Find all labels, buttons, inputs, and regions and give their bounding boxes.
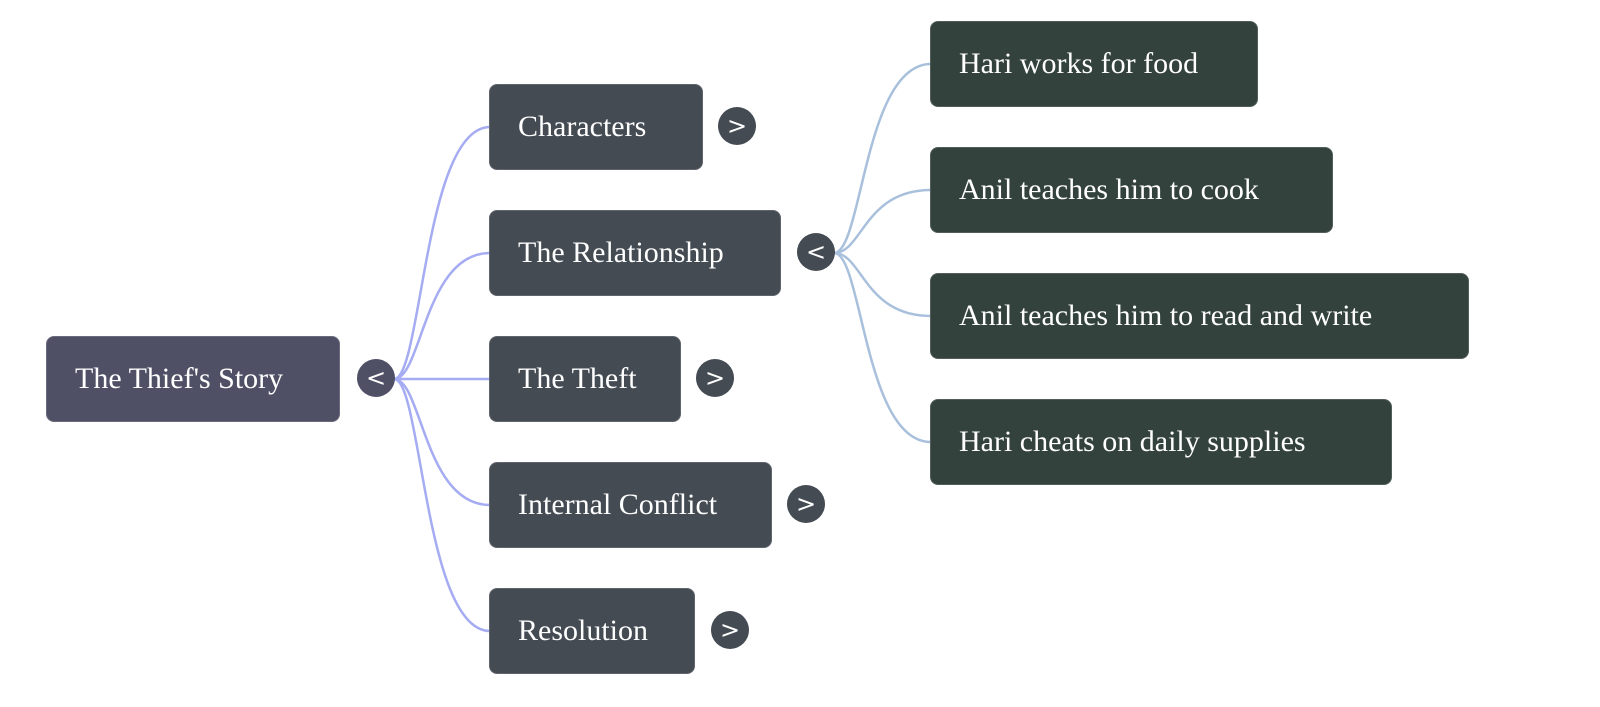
relationship-leaf-link: [833, 251, 932, 444]
resolution-expand-toggle[interactable]: >: [711, 611, 749, 649]
relationship-leaf-link: [833, 62, 932, 255]
leaf-label: Hari works for food: [959, 47, 1199, 80]
branch-node-characters[interactable]: Characters: [489, 84, 703, 170]
leaf-node-anil-teaches-read-write[interactable]: Anil teaches him to read and write: [930, 273, 1469, 359]
relationship-collapse-toggle[interactable]: <: [797, 233, 835, 271]
chevron-left-icon: <: [365, 364, 387, 392]
root-branch-link: [393, 377, 491, 507]
root-node[interactable]: The Thief's Story: [46, 336, 340, 422]
chevron-right-icon: >: [704, 364, 726, 392]
root-branch-link: [393, 251, 491, 381]
leaf-label: Hari cheats on daily supplies: [959, 425, 1306, 458]
branch-node-the-relationship[interactable]: The Relationship: [489, 210, 781, 296]
leaf-label: Anil teaches him to read and write: [959, 299, 1373, 332]
internal-conflict-expand-toggle[interactable]: >: [787, 485, 825, 523]
leaf-label: Anil teaches him to cook: [959, 173, 1259, 206]
branch-label: The Theft: [518, 362, 637, 395]
relationship-leaf-link: [833, 251, 932, 318]
root-branch-link: [393, 125, 491, 381]
chevron-right-icon: >: [719, 616, 741, 644]
chevron-left-icon: <: [805, 238, 827, 266]
characters-expand-toggle[interactable]: >: [718, 107, 756, 145]
leaf-node-anil-teaches-cook[interactable]: Anil teaches him to cook: [930, 147, 1333, 233]
branch-label: Internal Conflict: [518, 488, 718, 521]
branch-node-resolution[interactable]: Resolution: [489, 588, 695, 674]
theft-expand-toggle[interactable]: >: [696, 359, 734, 397]
branch-node-internal-conflict[interactable]: Internal Conflict: [489, 462, 772, 548]
leaf-node-hari-works-for-food[interactable]: Hari works for food: [930, 21, 1258, 107]
chevron-right-icon: >: [726, 112, 748, 140]
branch-label: Characters: [518, 110, 647, 143]
leaf-node-hari-cheats-supplies[interactable]: Hari cheats on daily supplies: [930, 399, 1392, 485]
branch-label: Resolution: [518, 614, 649, 647]
relationship-leaf-link: [833, 188, 932, 255]
branch-label: The Relationship: [518, 236, 724, 269]
root-branch-link: [393, 377, 491, 633]
branch-node-the-theft[interactable]: The Theft: [489, 336, 681, 422]
root-node-label: The Thief's Story: [75, 362, 284, 395]
chevron-right-icon: >: [795, 490, 817, 518]
root-collapse-toggle[interactable]: <: [357, 359, 395, 397]
